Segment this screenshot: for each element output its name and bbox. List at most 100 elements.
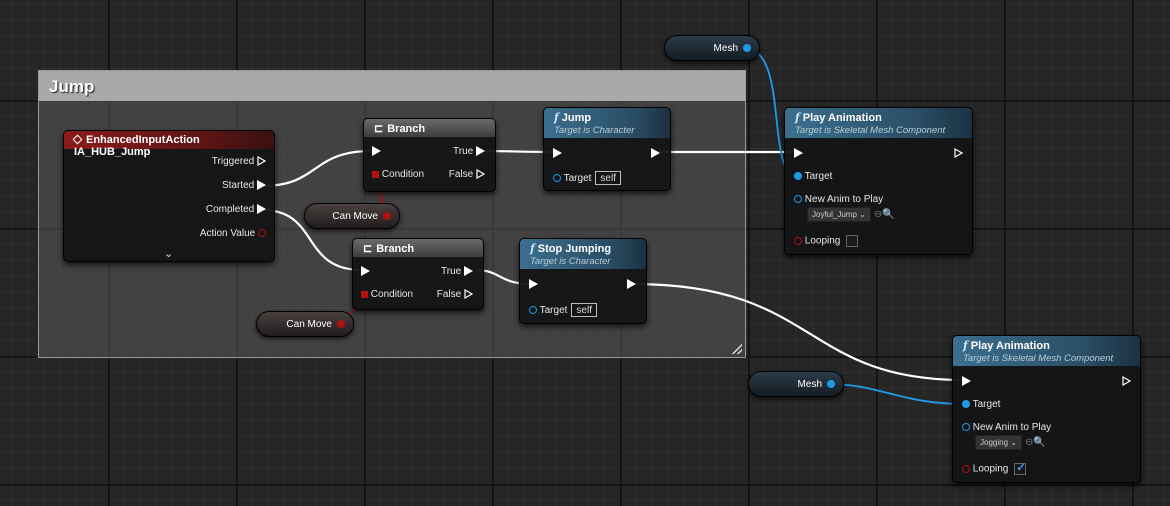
play1-target-pin[interactable]: Target xyxy=(794,171,832,182)
play2-anim-value: Jogging xyxy=(980,438,1009,447)
play1-looping-checkbox[interactable] xyxy=(846,235,859,247)
branch2-condition-pin[interactable]: Condition xyxy=(361,289,413,300)
branch-node-2-header: ⊏Branch xyxy=(353,239,483,257)
play2-anim-select[interactable]: Jogging ⌄⊖🔍 xyxy=(975,435,1046,450)
branch2-false-pin[interactable]: False xyxy=(437,289,473,300)
bool-pin-outline-icon xyxy=(794,237,802,245)
branch2-true-label: True xyxy=(441,266,462,277)
play2-subtitle: Target is Skeletal Mesh Component xyxy=(963,353,1114,364)
play2-anim-dropdown[interactable]: Jogging ⌄ xyxy=(975,435,1022,450)
branch2-exec-in[interactable] xyxy=(361,266,370,277)
event-diamond-icon xyxy=(72,134,83,145)
bool-pin-icon[interactable] xyxy=(383,212,391,220)
object-pin-icon xyxy=(962,400,970,409)
play1-subtitle: Target is Skeletal Mesh Component xyxy=(795,125,946,136)
play1-anim-pin[interactable]: New Anim to Play xyxy=(794,194,883,205)
branch1-true-pin[interactable]: True xyxy=(453,146,485,157)
play2-anim-pin[interactable]: New Anim to Play xyxy=(962,422,1051,433)
can-move-variable-label: Can Move xyxy=(286,318,332,330)
jump-target-self-field[interactable]: self xyxy=(595,171,621,185)
object-pin-outline-icon xyxy=(553,174,561,183)
function-icon: f xyxy=(530,242,535,255)
stop-node-title: Stop Jumping xyxy=(537,243,612,255)
branch-node-1[interactable]: ⊏Branch True Condition False xyxy=(363,118,496,192)
play2-target-label: Target xyxy=(972,399,1001,410)
play2-exec-out[interactable] xyxy=(1122,376,1131,387)
can-move-variable-getter-1[interactable]: Can Move xyxy=(304,203,400,229)
play1-title: Play Animation xyxy=(802,112,882,124)
branch-node-2[interactable]: ⊏Branch True Condition False xyxy=(352,238,484,310)
exec-pin-icon xyxy=(627,279,636,290)
object-wire-mesh2 xyxy=(827,383,966,405)
resize-grip-icon[interactable] xyxy=(732,344,742,354)
browse-search-icons[interactable]: ⊖🔍 xyxy=(873,208,895,220)
branch1-condition-pin[interactable]: Condition xyxy=(372,169,424,180)
pin-started[interactable]: Started xyxy=(222,180,266,191)
exec-pin-outline-icon xyxy=(257,156,266,167)
comment-title[interactable]: Jump xyxy=(39,71,745,101)
exec-pin-outline-icon xyxy=(1122,376,1131,387)
chevron-down-icon: ⌄ xyxy=(859,210,866,219)
exec-pin-outline-icon xyxy=(464,289,473,300)
pin-triggered[interactable]: Triggered xyxy=(212,156,266,167)
function-icon: f xyxy=(554,111,559,124)
can-move-variable-getter-2[interactable]: Can Move xyxy=(256,311,354,337)
branch1-false-pin[interactable]: False xyxy=(449,169,485,180)
play1-exec-in[interactable] xyxy=(794,148,803,159)
jump-exec-in[interactable] xyxy=(553,148,562,159)
play1-looping-pin[interactable]: Looping xyxy=(794,235,859,247)
branch2-true-pin[interactable]: True xyxy=(441,266,473,277)
play2-target-pin[interactable]: Target xyxy=(962,399,1000,410)
branch2-false-label: False xyxy=(436,289,462,300)
object-pin-icon[interactable] xyxy=(743,44,751,52)
mesh-variable-getter-1[interactable]: Mesh xyxy=(664,35,760,61)
jump-node-subtitle: Target is Character xyxy=(554,125,635,136)
play1-exec-out[interactable] xyxy=(954,148,963,159)
exec-pin-icon xyxy=(794,148,803,159)
play1-anim-dropdown[interactable]: Joyful_Jump ⌄ xyxy=(807,207,871,222)
play2-exec-in[interactable] xyxy=(962,376,971,387)
object-pin-outline-icon xyxy=(794,195,802,204)
play1-looping-label: Looping xyxy=(804,235,841,247)
pin-action-value[interactable]: Action Value xyxy=(200,228,266,239)
object-pin-icon[interactable] xyxy=(827,380,835,388)
mesh-variable-getter-2[interactable]: Mesh xyxy=(748,371,844,397)
exec-pin-icon xyxy=(651,148,660,159)
bool-pin-icon xyxy=(361,290,368,298)
branch-node-1-title: Branch xyxy=(387,123,426,135)
event-node-header: EnhancedInputAction IA_HUB_Jump xyxy=(64,131,274,158)
pin-action-value-label: Action Value xyxy=(199,228,256,239)
jump-node-title: Jump xyxy=(561,112,592,124)
event-node-ia-hub-jump[interactable]: EnhancedInputAction IA_HUB_Jump Triggere… xyxy=(63,130,275,262)
stop-target-self-field[interactable]: self xyxy=(571,303,597,317)
mesh-variable-label: Mesh xyxy=(797,378,822,390)
chevron-down-icon[interactable]: ⌄ xyxy=(164,248,174,260)
stop-exec-out[interactable] xyxy=(627,279,636,290)
pin-completed[interactable]: Completed xyxy=(206,204,266,215)
exec-pin-icon xyxy=(372,146,381,157)
browse-search-icons[interactable]: ⊖🔍 xyxy=(1024,436,1046,448)
jump-exec-out[interactable] xyxy=(651,148,660,159)
pin-triggered-label: Triggered xyxy=(211,156,255,167)
play2-looping-checkbox[interactable] xyxy=(1014,461,1027,475)
branch1-exec-in[interactable] xyxy=(372,146,381,157)
play2-title: Play Animation xyxy=(970,340,1050,352)
exec-pin-icon xyxy=(361,266,370,277)
play1-anim-select[interactable]: Joyful_Jump ⌄⊖🔍 xyxy=(807,207,895,222)
stop-exec-in[interactable] xyxy=(529,279,538,290)
exec-pin-icon xyxy=(257,180,266,191)
exec-pin-icon xyxy=(476,146,485,157)
play2-looping-pin[interactable]: Looping xyxy=(962,461,1027,475)
jump-target-label: Target xyxy=(563,173,592,184)
event-node-title: EnhancedInputAction IA_HUB_Jump xyxy=(74,134,200,158)
bool-pin-icon[interactable] xyxy=(337,320,345,328)
play1-anim-value: Joyful_Jump xyxy=(812,210,857,219)
